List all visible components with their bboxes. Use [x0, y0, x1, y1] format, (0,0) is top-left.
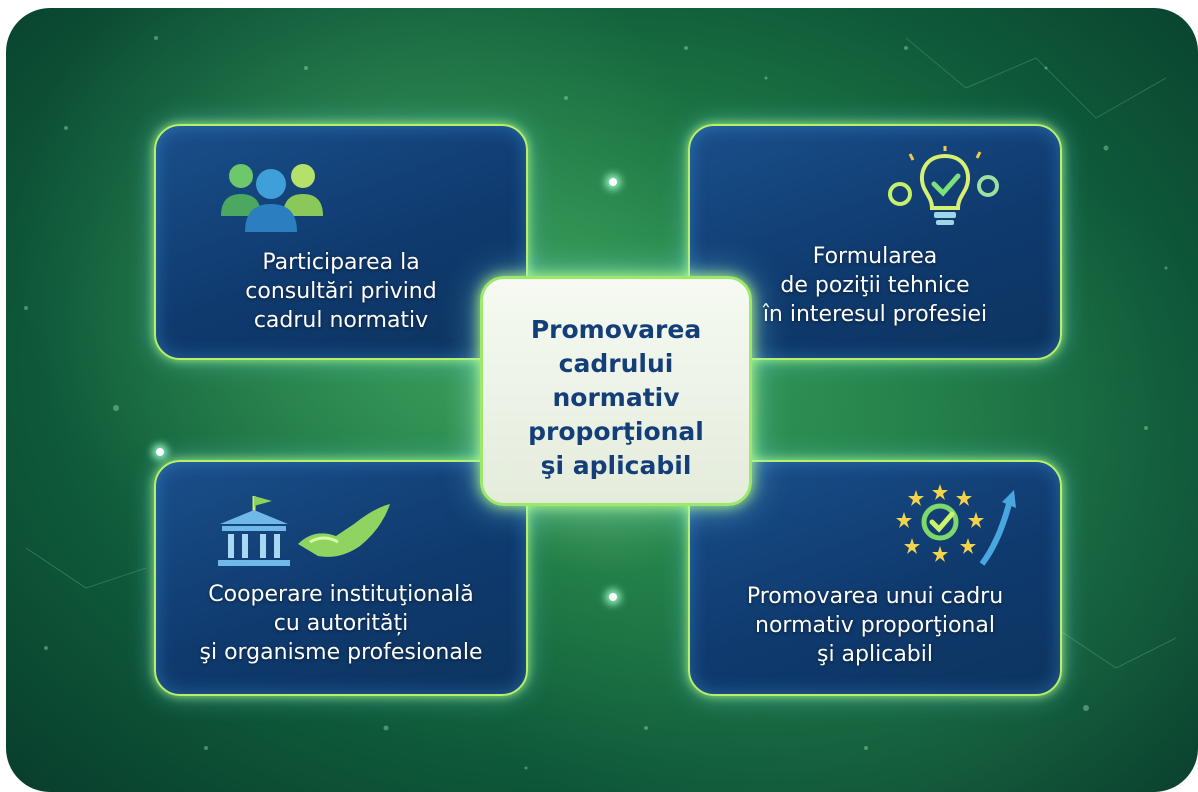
glow-spark — [609, 593, 617, 601]
diagram-canvas: Participarea la consultări privind cadru… — [6, 8, 1198, 792]
card-promotion-framework: Promovarea unui cadru normativ proporţio… — [688, 460, 1062, 696]
central-topic-title: Promovarea cadrului normativ proporţiona… — [528, 315, 704, 480]
glow-spark — [609, 178, 617, 186]
central-topic-box: Promovarea cadrului normativ proporţiona… — [480, 276, 752, 506]
lightbulb-gears-icon — [888, 146, 999, 225]
card-label: Cooperare instituţională cu autorități ş… — [199, 582, 483, 665]
background-particles — [24, 36, 1177, 770]
people-group-icon — [221, 164, 323, 232]
card-technical-positions: Formularea de poziţii tehnice în interes… — [688, 124, 1062, 360]
card-label: Participarea la consultări privind cadru… — [245, 250, 437, 333]
card-label: Formularea de poziţii tehnice în interes… — [762, 244, 988, 327]
institution-handshake-icon — [218, 496, 390, 566]
glow-spark — [156, 448, 164, 456]
card-consultations: Participarea la consultări privind cadru… — [154, 124, 528, 360]
card-label: Promovarea unui cadru normativ proporţio… — [746, 584, 1004, 667]
card-institutional-cooperation: Cooperare instituţională cu autorități ş… — [154, 460, 528, 696]
eu-stars-check-icon — [896, 484, 1016, 566]
